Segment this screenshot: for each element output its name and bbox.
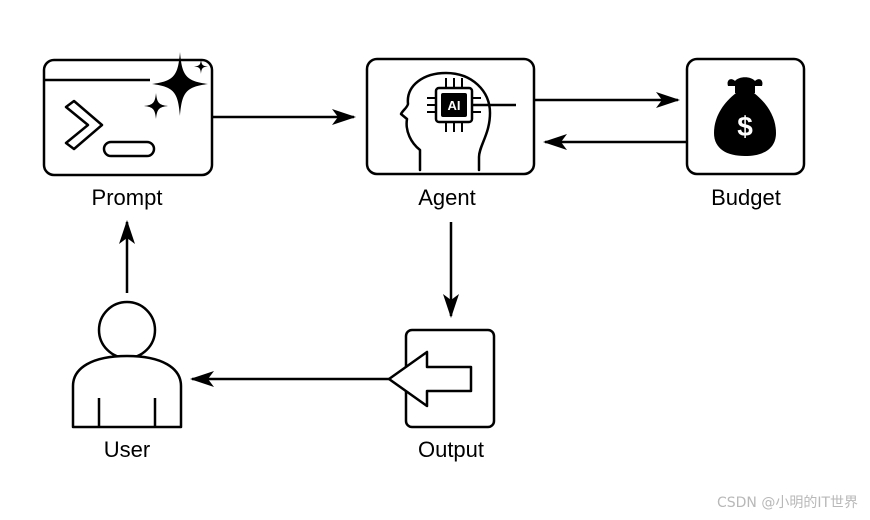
ai-head-icon: AI [399,71,516,172]
dollar-sign: $ [737,111,753,142]
agent-node: AI [365,57,536,176]
output-node [387,328,496,429]
user-node [71,300,183,429]
output-label: Output [417,437,485,462]
user-label: User [103,437,151,462]
watermark: CSDN @小明的IT世界 [716,495,858,511]
money-bag-icon: $ [714,77,776,156]
ai-chip-text: AI [448,98,461,113]
prompt-node [42,52,214,177]
prompt-label: Prompt [91,185,163,210]
terminal-sparkle-icon [64,52,208,158]
agent-label: Agent [418,185,476,210]
budget-node: $ [685,57,806,176]
user-icon [71,300,183,429]
budget-label: Budget [711,185,781,210]
output-arrow-icon [387,350,473,408]
